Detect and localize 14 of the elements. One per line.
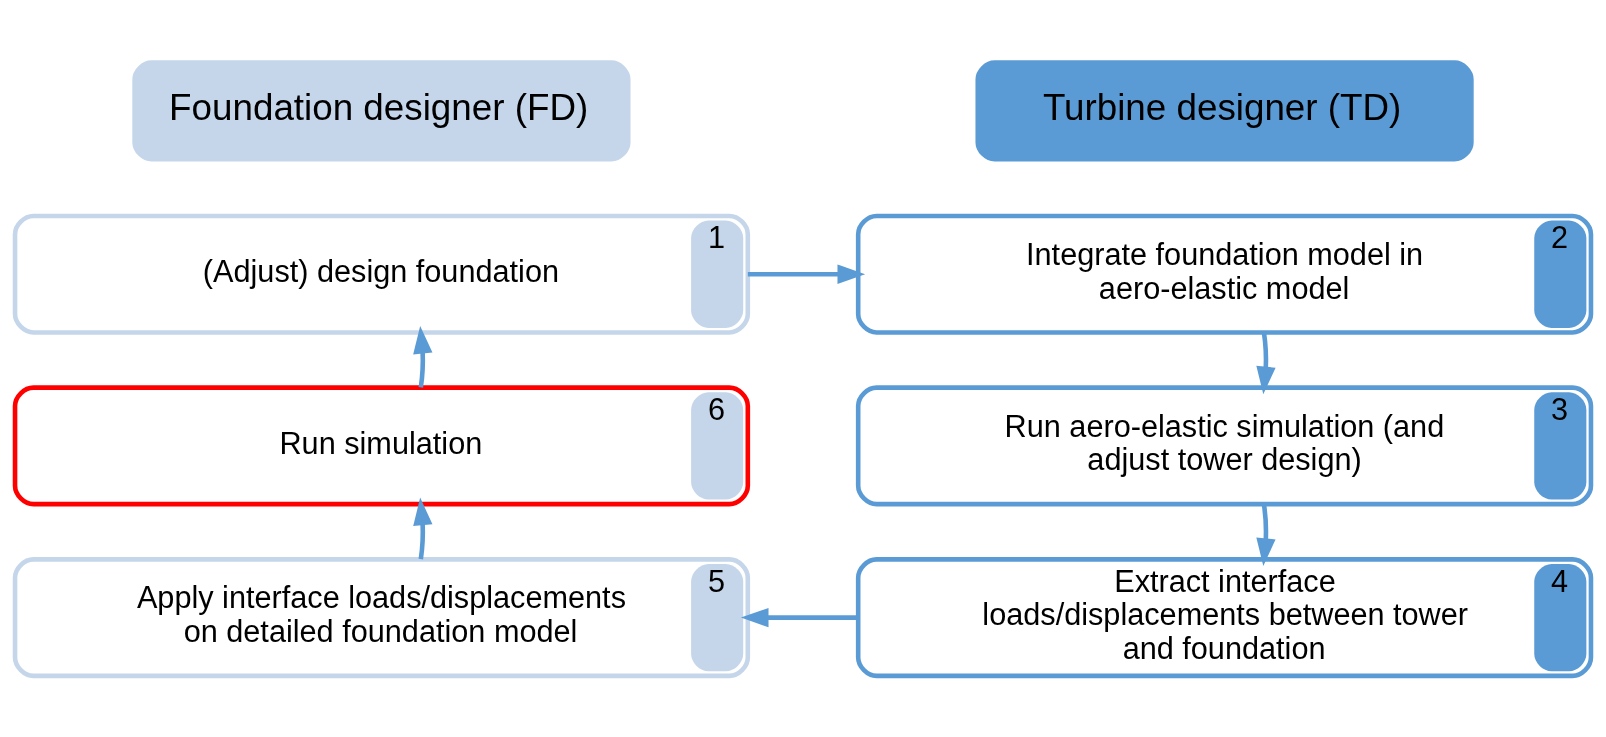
node-box: Run simulation 6 <box>12 385 751 507</box>
arrow <box>747 264 866 284</box>
arrow <box>1256 504 1276 566</box>
node-box: Foundation designer (FD) <box>132 60 631 162</box>
node-box: Run aero-elastic simulation (and adjust tower design) 3 <box>855 385 1594 507</box>
node-box: Apply interface loads/displacements on detailed foundation model 5 <box>12 557 751 679</box>
arrow <box>1256 332 1276 395</box>
node-box: Integrate foundation model in aero-elastic model 2 <box>855 213 1594 335</box>
node-box: Turbine designer (TD) <box>975 60 1474 162</box>
node-box: (Adjust) design foundation 1 <box>12 213 751 335</box>
arrow <box>740 607 859 628</box>
node-box: Extract interface loads/displacements between tower and foundation 4 <box>855 557 1594 679</box>
arrow <box>413 497 433 560</box>
arrow <box>413 325 433 388</box>
